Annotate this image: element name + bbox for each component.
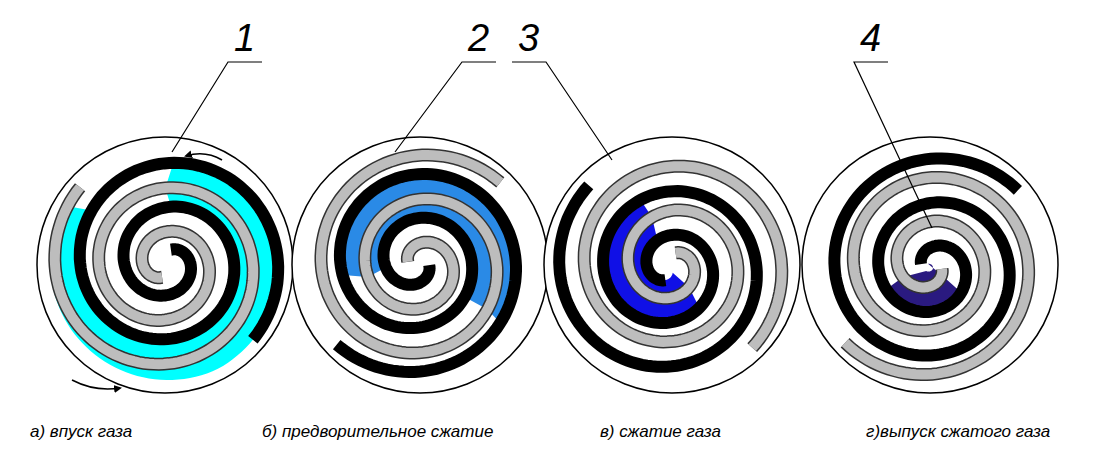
stage-caption: б) предворительное сжатие [262,422,493,442]
housing-circle [37,137,293,393]
stage-caption: а) впуск газа [30,422,132,442]
leader-line [395,62,496,152]
housing-circle [544,137,800,393]
gas-pocket [50,163,278,380]
callout-number: 4 [860,18,881,58]
callout-number: 1 [234,18,255,58]
housing-circle [802,137,1058,393]
orbiting-scroll [337,174,516,372]
leader-line [854,62,932,228]
stage-caption: г)выпуск сжатого газа [866,422,1050,442]
orbiting-scroll [559,185,757,366]
leader-line [172,62,262,152]
orbiting-scroll [80,163,278,340]
flow-arrow [72,380,120,389]
housing-circle [292,137,548,393]
callout-number: 2 [468,18,489,58]
leader-line [512,62,612,160]
stage-caption: в) сжатие газа [600,422,721,442]
orbiting-scroll [834,158,1018,355]
flow-arrow [186,154,222,160]
callout-number: 3 [518,18,539,58]
